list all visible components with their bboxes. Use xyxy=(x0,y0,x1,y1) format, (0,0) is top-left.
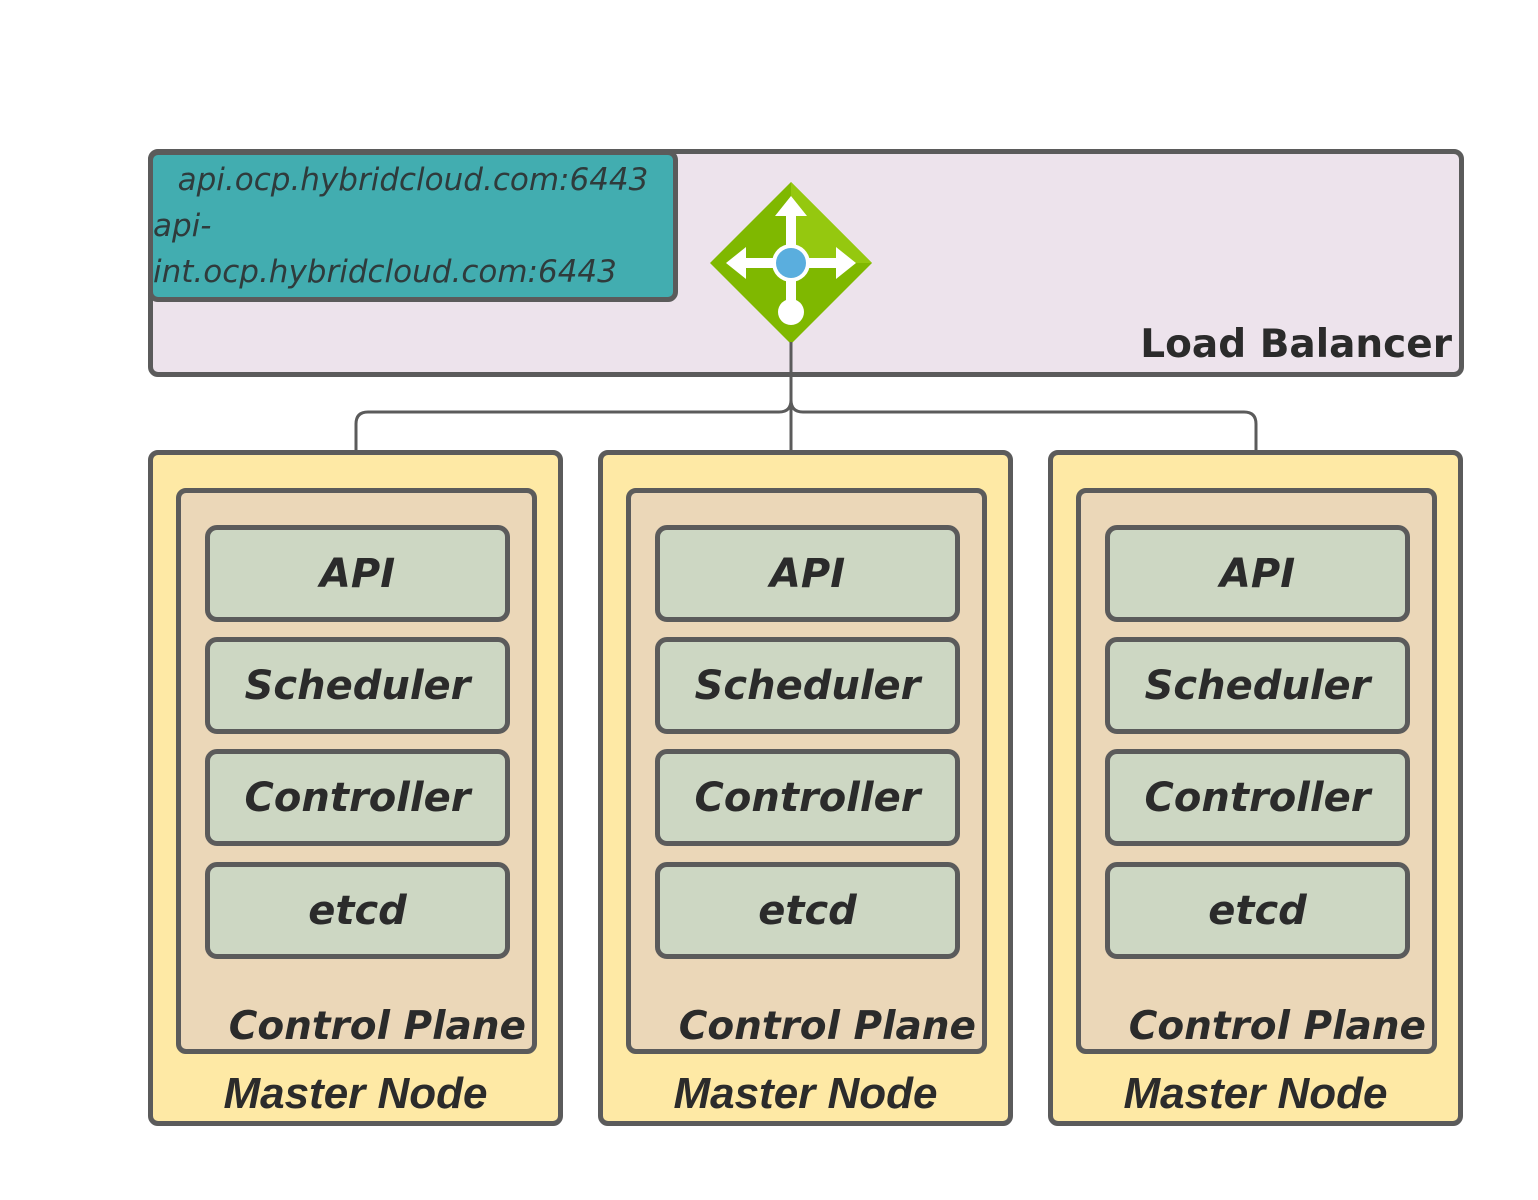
component-api: API xyxy=(205,525,510,622)
control-plane-label: Control Plane xyxy=(228,1004,526,1049)
control-plane: API Scheduler Controller etcd Control Pl… xyxy=(1076,488,1437,1054)
component-etcd: etcd xyxy=(1105,862,1410,959)
load-balancer-icon xyxy=(710,182,872,344)
component-scheduler: Scheduler xyxy=(205,637,510,734)
component-controller: Controller xyxy=(655,749,960,846)
master-node-1: API Scheduler Controller etcd Control Pl… xyxy=(148,450,563,1126)
component-scheduler: Scheduler xyxy=(1105,637,1410,734)
master-node-label: Master Node xyxy=(673,1069,938,1118)
component-scheduler: Scheduler xyxy=(655,637,960,734)
master-node-label: Master Node xyxy=(223,1069,488,1118)
master-node-3: API Scheduler Controller etcd Control Pl… xyxy=(1048,450,1463,1126)
control-plane-label: Control Plane xyxy=(678,1004,976,1049)
component-etcd: etcd xyxy=(205,862,510,959)
control-plane: API Scheduler Controller etcd Control Pl… xyxy=(626,488,987,1054)
component-api: API xyxy=(1105,525,1410,622)
load-balancer-title: Load Balancer xyxy=(1140,322,1452,367)
component-api: API xyxy=(655,525,960,622)
master-node-label: Master Node xyxy=(1123,1069,1388,1118)
component-controller: Controller xyxy=(205,749,510,846)
master-node-2: API Scheduler Controller etcd Control Pl… xyxy=(598,450,1013,1126)
component-etcd: etcd xyxy=(655,862,960,959)
control-plane: API Scheduler Controller etcd Control Pl… xyxy=(176,488,537,1054)
load-balancer-endpoints: api.ocp.hybridcloud.com:6443 api-int.ocp… xyxy=(148,150,678,302)
endpoint-api-int: api-int.ocp.hybridcloud.com:6443 xyxy=(153,208,617,290)
control-plane-label: Control Plane xyxy=(1128,1004,1426,1049)
component-controller: Controller xyxy=(1105,749,1410,846)
endpoint-api: api.ocp.hybridcloud.com:6443 xyxy=(177,162,649,198)
